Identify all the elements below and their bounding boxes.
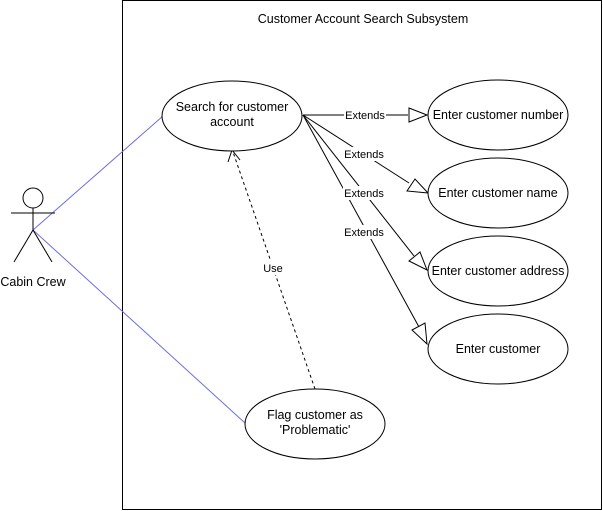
use-case-flag-label-line2: 'Problematic': [280, 423, 351, 437]
extends-label-bg: [343, 147, 385, 161]
extends-arrowhead-address: [408, 251, 428, 272]
use-case-search-account[interactable]: Search for customer account: [161, 80, 303, 152]
use-case-flag-problematic[interactable]: Flag customer as 'Problematic': [244, 388, 386, 460]
extends-label-3: Extends: [344, 188, 384, 200]
use-label-bg: [259, 261, 287, 275]
extends-relations: [302, 107, 430, 346]
use-case-search-label-line1: Search for customer: [176, 100, 289, 114]
use-case-enter-customer[interactable]: Enter customer: [427, 313, 569, 385]
extends-line-customer: [302, 114, 420, 328]
extends-label-bg: [344, 108, 386, 122]
extends-label-bg: [343, 186, 385, 200]
extends-label-2: Extends: [344, 149, 384, 161]
use-case-enter-customer-name[interactable]: Enter customer name: [427, 157, 569, 229]
actor-name: Cabin Crew: [0, 275, 66, 289]
extends-label-4: Extends: [344, 227, 384, 239]
actor-stick-figure-icon: [11, 187, 55, 263]
association-flag: [32, 229, 246, 424]
use-case-name-label: Enter customer name: [438, 186, 558, 200]
system-title: Customer Account Search Subsystem: [258, 12, 469, 26]
use-case-enter-customer-address[interactable]: Enter customer address: [427, 235, 569, 307]
use-case-search-label-line2: account: [210, 115, 254, 129]
extends-arrowhead-name: [406, 178, 430, 194]
use-case-enter-customer-number[interactable]: Enter customer number: [427, 79, 569, 151]
extends-label-1: Extends: [345, 110, 385, 122]
use-case-flag-label-line1: Flag customer as: [267, 408, 363, 422]
association-search: [32, 115, 164, 231]
extends-arrowhead-number: [408, 107, 429, 123]
extends-arrowhead-customer: [411, 322, 428, 346]
extends-line-address: [302, 114, 415, 257]
use-case-address-label: Enter customer address: [432, 264, 565, 278]
use-label: Use: [263, 263, 283, 275]
use-case-customer-label: Enter customer: [456, 342, 541, 356]
use-case-number-label: Enter customer number: [433, 108, 564, 122]
extends-label-bg: [343, 225, 385, 239]
